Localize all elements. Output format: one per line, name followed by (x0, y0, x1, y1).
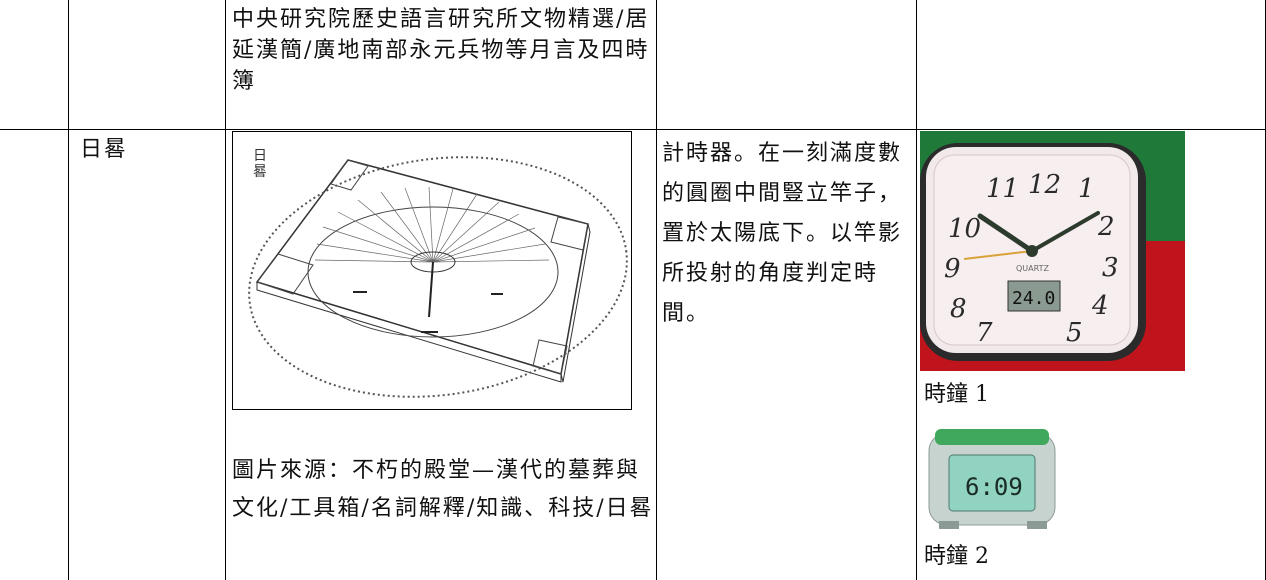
clock-brand: QUARTZ (1016, 264, 1049, 273)
source-text-cell: 中央研究院歷史語言研究所文物精選/居延漢簡/廣地南部永元兵物等月言及四時簿 (232, 7, 650, 94)
clock-2-digital-readout: 6:09 (965, 473, 1023, 501)
clock-numeral-1: 1 (1078, 174, 1095, 204)
clock-2-image: 6:09 (923, 425, 1063, 535)
analog-clock-drawing: 11 12 1 2 3 4 5 7 8 9 10 QUARTZ 24.0 (920, 131, 1185, 371)
clock-numeral-9: 9 (944, 254, 961, 284)
clock-numeral-7: 7 (976, 318, 993, 348)
digital-clock-drawing: 6:09 (928, 429, 1056, 529)
sundial-drawing (248, 156, 628, 398)
sundial-label: 日 晷 (253, 148, 267, 180)
image-source-caption: 圖片來源：不朽的殿堂—漢代的墓葬與文化/工具箱/名詞解釋/知識、科技/日晷 (232, 458, 654, 521)
clock-numeral-4: 4 (1091, 291, 1109, 321)
clock-numeral-2: 2 (1097, 212, 1115, 242)
table-border (68, 0, 69, 580)
sundial-image: 日 晷 (232, 131, 632, 410)
table-border (0, 129, 1266, 130)
item-name-cell: 日晷 (80, 137, 129, 162)
clock-numeral-3: 3 (1102, 253, 1119, 283)
clock-numeral-10: 10 (948, 214, 981, 244)
clock-numeral-5: 5 (1066, 318, 1083, 348)
table-border (916, 0, 917, 580)
clock-numeral-11: 11 (986, 174, 1019, 204)
clock-numeral-8: 8 (950, 294, 967, 324)
clock-digital-readout: 24.0 (1012, 288, 1055, 309)
clock-2-label: 時鐘 2 (924, 544, 989, 569)
clock-1-label: 時鐘 1 (924, 382, 989, 407)
description-cell: 計時器。在一刻滿度數的圓圈中間豎立竿子，置於太陽底下。以竿影所投射的角度判定時間… (662, 141, 903, 326)
table-border (656, 0, 657, 580)
clock-1-image: 11 12 1 2 3 4 5 7 8 9 10 QUARTZ 24.0 (920, 131, 1185, 371)
clock-numeral-12: 12 (1028, 170, 1061, 200)
table-border (225, 0, 226, 580)
